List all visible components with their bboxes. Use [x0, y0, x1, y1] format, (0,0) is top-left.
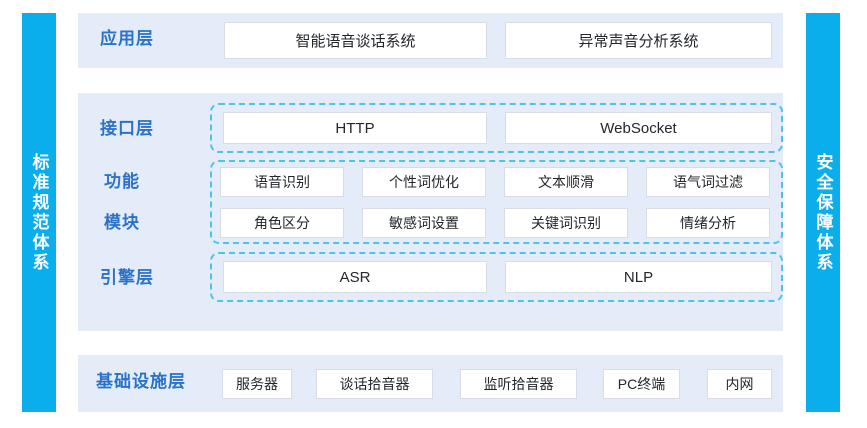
function-box-sensitive-word-settings[interactable]: 敏感词设置 — [362, 208, 486, 238]
application-box-intelligent-voice-interview-system[interactable]: 智能语音谈话系统 — [224, 22, 487, 59]
function-module-label-line1: 功能 — [104, 172, 140, 191]
engine-box-nlp[interactable]: NLP — [505, 261, 772, 293]
function-module-layer-group — [210, 160, 783, 244]
interface-box-websocket[interactable]: WebSocket — [505, 112, 772, 144]
left-sidebar-label: 标准规范体系 — [29, 152, 49, 273]
interface-layer-label: 接口层 — [100, 119, 154, 138]
infrastructure-layer-label: 基础设施层 — [96, 372, 186, 391]
application-box-abnormal-sound-analysis-system[interactable]: 异常声音分析系统 — [505, 22, 772, 59]
right-sidebar-security-system: 安全保障体系 — [806, 13, 840, 412]
application-layer-label: 应用层 — [100, 29, 154, 48]
infrastructure-box-interview-microphone[interactable]: 谈话拾音器 — [316, 369, 433, 399]
function-box-emotion-analysis[interactable]: 情绪分析 — [646, 208, 770, 238]
engine-box-asr[interactable]: ASR — [223, 261, 487, 293]
function-box-text-smoothing[interactable]: 文本顺滑 — [504, 167, 628, 197]
function-box-keyword-recognition[interactable]: 关键词识别 — [504, 208, 628, 238]
function-module-label-line2: 模块 — [104, 213, 140, 232]
infrastructure-box-intranet[interactable]: 内网 — [707, 369, 772, 399]
right-sidebar-label: 安全保障体系 — [813, 152, 833, 273]
interface-box-http[interactable]: HTTP — [223, 112, 487, 144]
function-box-modal-particle-filtering[interactable]: 语气词过滤 — [646, 167, 770, 197]
function-box-speech-recognition[interactable]: 语音识别 — [220, 167, 344, 197]
function-box-role-separation[interactable]: 角色区分 — [220, 208, 344, 238]
infrastructure-box-monitoring-microphone[interactable]: 监听拾音器 — [460, 369, 577, 399]
interface-layer-group — [210, 103, 783, 153]
infrastructure-box-server[interactable]: 服务器 — [222, 369, 292, 399]
left-sidebar-standards-system: 标准规范体系 — [22, 13, 56, 412]
engine-layer-group — [210, 252, 783, 302]
infrastructure-box-pc-terminal[interactable]: PC终端 — [603, 369, 680, 399]
function-box-personalized-word-optimization[interactable]: 个性词优化 — [362, 167, 486, 197]
engine-layer-label: 引擎层 — [100, 268, 154, 287]
